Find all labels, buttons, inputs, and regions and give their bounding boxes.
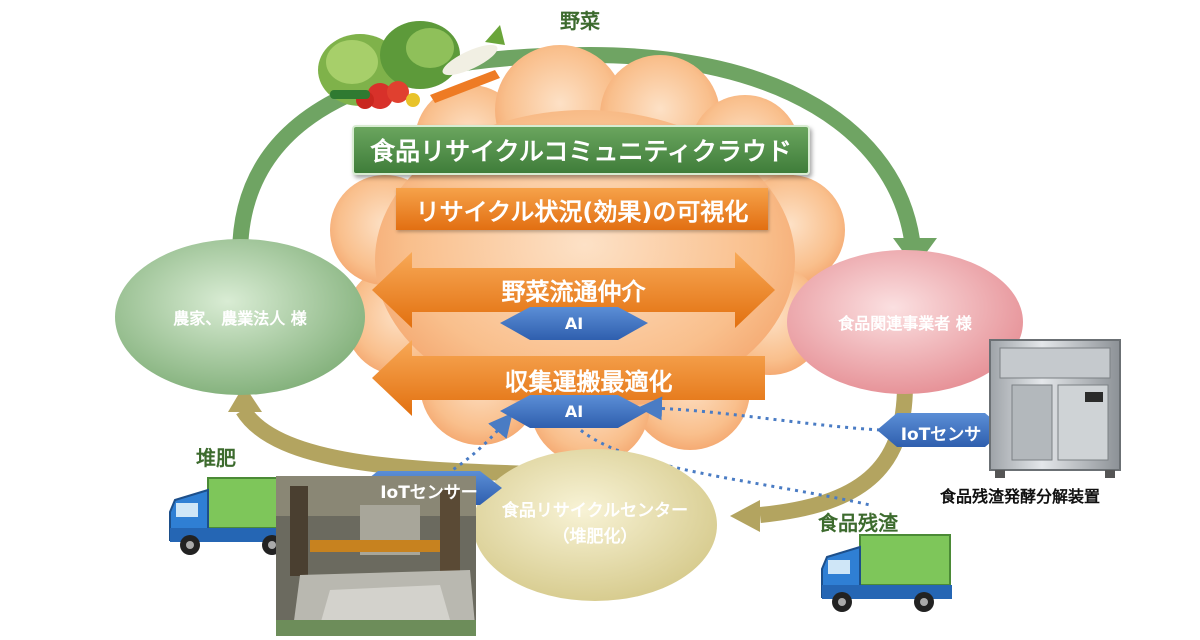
ai-hex-lower [500,395,648,428]
ai-label-lower: AI [564,402,584,421]
visualization-box: リサイクル状況(効果)の可視化 [396,188,768,230]
farmers-node-shape [115,239,365,395]
recycle-center-photo [276,476,476,636]
vegetables-label: 野菜 [560,9,600,33]
collection-left-arrow [372,340,765,416]
residue-flow-arrow [759,384,913,523]
center-node-shape [473,449,717,601]
vegetables-illustration [318,21,505,109]
truck-right [821,534,952,612]
compost-flow-arrowhead [228,385,262,412]
recycle-center-node-line2: （堆肥化） [552,526,638,547]
cloud-title: 食品リサイクルコミュニティクラウド [352,125,810,175]
ai-label-upper: AI [564,314,584,333]
decomposer-caption: 食品残渣発酵分解装置 [940,487,1101,506]
iot-hex-right [877,413,1005,447]
brokerage-label: 野菜流通仲介 [501,278,646,306]
farmers-node: 農家、農業法人 様 [173,309,307,328]
ai-hex-upper [500,307,648,340]
decomposer-machine [989,339,1121,478]
iot-sensor-left-label: IoTセンサー [380,483,478,503]
collection-label: 収集運搬最適化 [504,368,673,396]
recycle-center-node-line1: 食品リサイクルセンター [501,500,689,521]
iot-sensor-right-label: IoTセンサ [900,425,982,445]
food-business-node: 食品関連事業者 様 [838,314,972,333]
compost-label: 堆肥 [196,446,236,470]
residue-flow-arrowhead [730,500,760,532]
brokerage-double-arrow [372,252,775,328]
business-node-shape [787,250,1023,394]
food-residue-label: 食品残渣 [818,511,898,535]
